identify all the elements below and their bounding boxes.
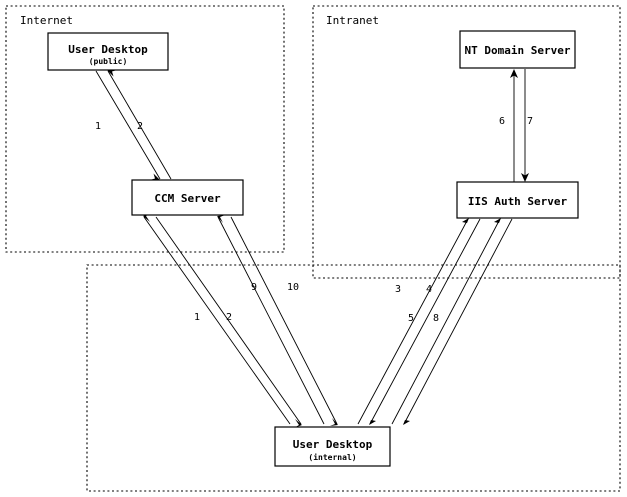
edge-label-3: 3 <box>395 284 401 295</box>
node-title: User Desktop <box>68 43 148 56</box>
node-title: NT Domain Server <box>465 44 571 57</box>
node-subtitle: (internal) <box>308 452 356 462</box>
edge-label-10: 10 <box>287 282 299 293</box>
edge-label-1: 1 <box>95 121 101 132</box>
edge-line-2b <box>155 216 302 425</box>
edge-arrowhead-10 <box>330 418 338 426</box>
node-title: IIS Auth Server <box>468 195 568 208</box>
node-title: User Desktop <box>293 438 373 451</box>
edge-label-8: 8 <box>433 313 439 324</box>
node-box[interactable] <box>459 30 576 69</box>
edge-arrowhead-6 <box>510 69 518 78</box>
edge-label-2b: 2 <box>226 312 232 323</box>
zone-label-intranet: Intranet <box>326 14 379 27</box>
edge-arrowhead-4 <box>369 415 376 425</box>
node-group: User Desktop (public) CCM Server NT Doma… <box>47 30 579 467</box>
edge-line-8 <box>403 218 513 425</box>
node-nt-domain-server[interactable]: NT Domain Server <box>459 30 576 69</box>
edge-arrowhead-7 <box>521 173 529 182</box>
edge-label-6: 6 <box>499 116 505 127</box>
edge-line-4 <box>369 218 481 425</box>
edge-label-7: 7 <box>527 116 533 127</box>
node-box[interactable] <box>456 181 579 219</box>
node-box[interactable] <box>47 32 169 71</box>
edge-arrowhead-8 <box>403 415 410 425</box>
edge-arrowhead-2b <box>294 419 302 428</box>
edge-line-10 <box>230 216 338 425</box>
zone-internet-boundary <box>5 5 285 253</box>
zone-group: Internet Intranet <box>5 5 621 492</box>
node-user-desktop-public[interactable]: User Desktop (public) <box>47 32 169 71</box>
node-title: CCM Server <box>154 192 221 205</box>
node-user-desktop-internal[interactable]: User Desktop (internal) <box>274 426 391 467</box>
edge-arrowhead-5 <box>494 218 501 228</box>
edge-group: 1 2 1 2 3 4 5 6 7 8 9 10 <box>95 69 533 428</box>
edge-line-1b <box>143 216 291 425</box>
edge-line-2 <box>107 70 172 180</box>
edge-label-2: 2 <box>137 121 143 132</box>
node-ccm-server[interactable]: CCM Server <box>131 179 244 216</box>
node-subtitle: (public) <box>89 56 128 66</box>
edge-line-9 <box>217 216 325 425</box>
edge-line-3 <box>357 218 469 425</box>
node-box[interactable] <box>274 426 391 467</box>
edge-label-5: 5 <box>408 313 414 324</box>
edge-label-1b: 1 <box>194 312 200 323</box>
edge-label-4: 4 <box>426 284 432 295</box>
zone-intranet-boundary <box>312 5 621 279</box>
node-box[interactable] <box>131 179 244 216</box>
zone-label-internet: Internet <box>20 14 73 27</box>
edge-arrowhead-1 <box>150 173 160 180</box>
edge-arrowhead-3 <box>462 218 469 228</box>
edge-line-1 <box>95 70 161 180</box>
edge-arrowhead-9 <box>217 215 225 223</box>
edge-label-9: 9 <box>251 282 257 293</box>
edge-line-5 <box>391 218 501 425</box>
zone-internal-boundary <box>86 264 621 492</box>
node-iis-auth-server[interactable]: IIS Auth Server <box>456 181 579 219</box>
edge-arrowhead-2 <box>107 70 117 77</box>
